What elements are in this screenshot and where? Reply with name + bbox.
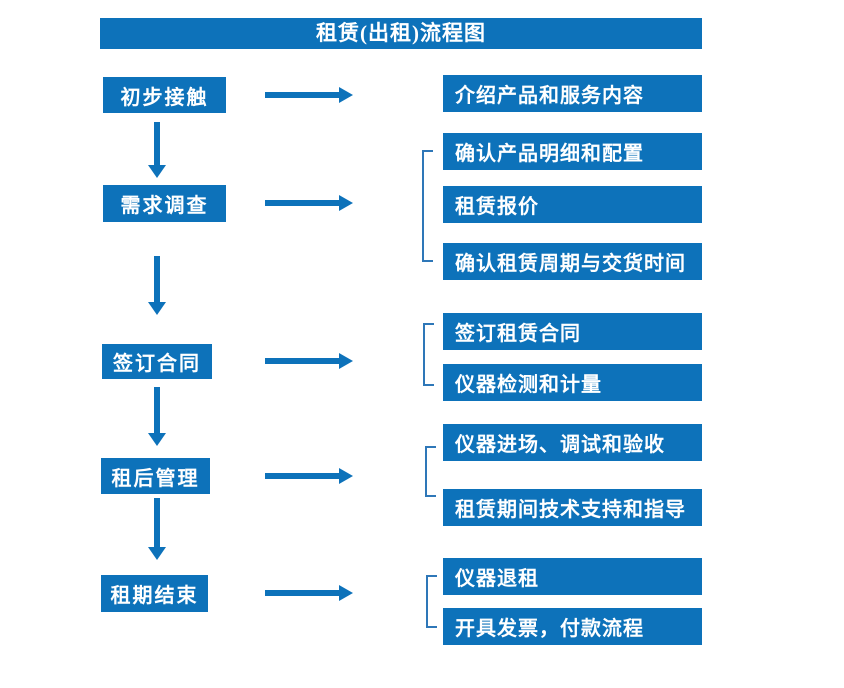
- step-box-needs-survey: 需求调查: [103, 185, 226, 222]
- down-arrow-1: [148, 122, 166, 178]
- arrow-shaft: [265, 590, 339, 596]
- step-box-initial-contact: 初步接触: [103, 77, 226, 113]
- arrow-head-icon: [148, 302, 166, 315]
- arrow-shaft: [154, 256, 160, 302]
- detail-box-sign-rental-contract: 签订租赁合同: [443, 313, 702, 350]
- arrow-shaft: [265, 200, 339, 206]
- arrow-head-icon: [148, 433, 166, 446]
- detail-box-confirm-product-config: 确认产品明细和配置: [443, 133, 702, 170]
- detail-box-instrument-testing: 仪器检测和计量: [443, 364, 702, 401]
- down-arrow-3: [148, 387, 166, 446]
- step-box-rental-end: 租期结束: [101, 575, 208, 612]
- group-bracket-sign-contract: [423, 323, 434, 386]
- group-bracket-post-rental: [425, 446, 436, 497]
- arrow-head-icon: [148, 547, 166, 560]
- detail-box-invoice-payment: 开具发票，付款流程: [443, 608, 702, 645]
- arrow-head-icon: [339, 195, 353, 211]
- detail-box-tech-support: 租赁期间技术支持和指导: [443, 489, 702, 526]
- arrow-head-icon: [339, 585, 353, 601]
- arrow-shaft: [154, 122, 160, 165]
- step-box-sign-contract: 签订合同: [102, 344, 212, 379]
- detail-box-rental-quotation: 租赁报价: [443, 186, 702, 223]
- flowchart-title: 租赁(出租)流程图: [100, 18, 702, 49]
- detail-box-instrument-return: 仪器退租: [443, 558, 702, 595]
- arrow-head-icon: [339, 353, 353, 369]
- down-arrow-2: [148, 256, 166, 315]
- detail-box-introduce-products: 介绍产品和服务内容: [443, 75, 702, 112]
- arrow-shaft: [265, 358, 339, 364]
- arrow-shaft: [154, 498, 160, 547]
- down-arrow-4: [148, 498, 166, 560]
- arrow-head-icon: [339, 468, 353, 484]
- detail-box-confirm-period-delivery: 确认租赁周期与交货时间: [443, 243, 702, 280]
- right-arrow-row2: [265, 195, 353, 211]
- arrow-head-icon: [339, 87, 353, 103]
- arrow-shaft: [154, 387, 160, 433]
- right-arrow-row1: [265, 87, 353, 103]
- right-arrow-row3: [265, 353, 353, 369]
- group-bracket-needs-survey: [422, 150, 433, 262]
- group-bracket-rental-end: [426, 575, 437, 628]
- arrow-head-icon: [148, 165, 166, 178]
- right-arrow-row5: [265, 585, 353, 601]
- arrow-shaft: [265, 92, 339, 98]
- arrow-shaft: [265, 473, 339, 479]
- detail-box-instrument-setup-acceptance: 仪器进场、调试和验收: [443, 424, 702, 461]
- right-arrow-row4: [265, 468, 353, 484]
- step-box-post-rental-management: 租后管理: [101, 458, 210, 494]
